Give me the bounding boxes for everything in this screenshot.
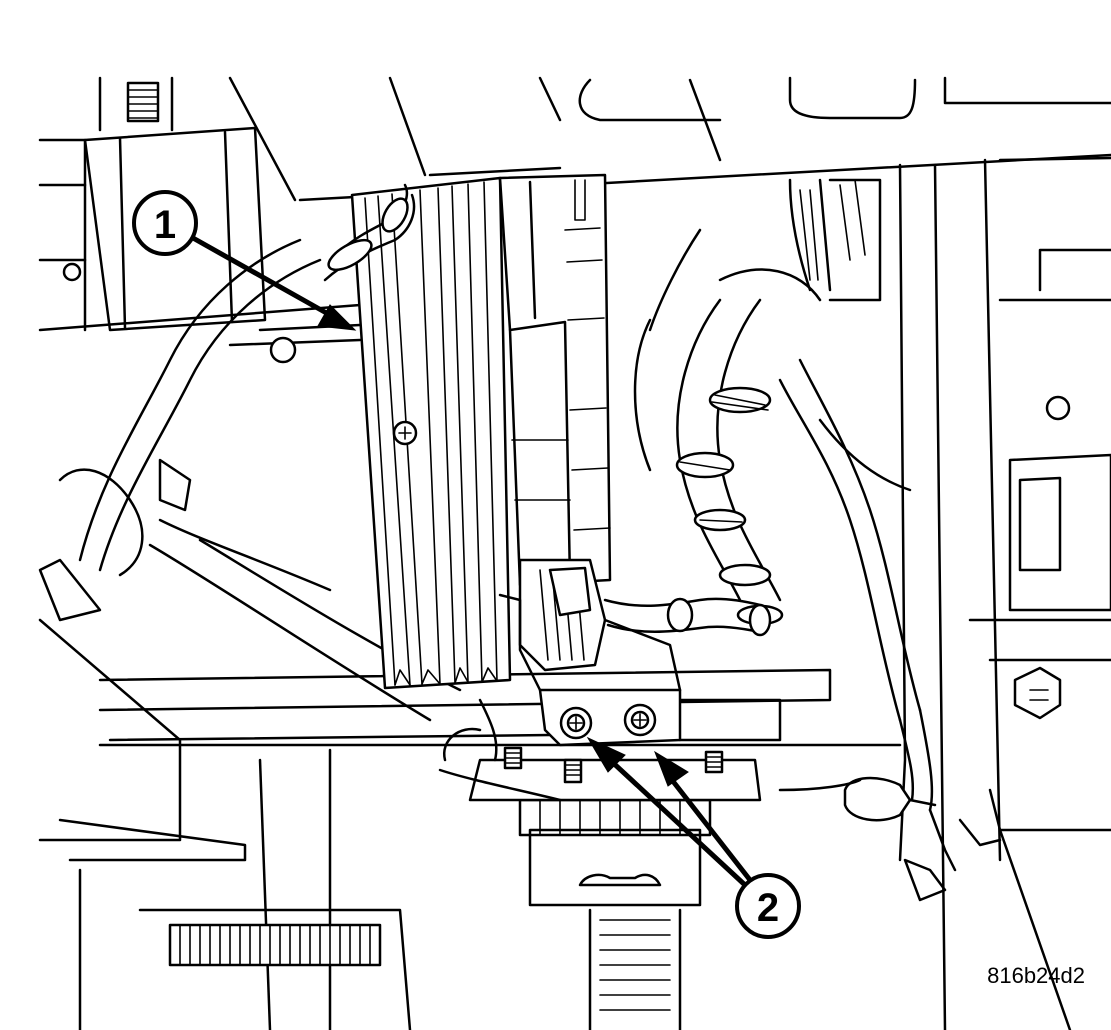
callout-1-leader — [191, 235, 357, 331]
callout-1-label: 1 — [154, 203, 176, 247]
right-side-structure — [898, 156, 1111, 1030]
dashboard-structure — [38, 76, 1111, 1030]
stud-2 — [563, 758, 583, 784]
bracket-bolt-left — [559, 706, 593, 740]
mounting-plate — [468, 746, 762, 802]
stud-3 — [704, 750, 724, 774]
bracket-bolt-right — [623, 703, 657, 737]
module-bracket — [498, 558, 772, 747]
threaded-stud-top — [126, 81, 160, 123]
callout-2: 2 — [735, 873, 801, 939]
callout-2-leader-right — [654, 750, 752, 882]
bottom-grille — [168, 923, 382, 967]
callout-2-label: 2 — [757, 886, 779, 930]
figure-id: 816b24d2 — [987, 963, 1085, 988]
callout-2-leader-left — [586, 736, 747, 887]
bottom-connector — [518, 798, 712, 1030]
control-module — [323, 173, 612, 690]
stud-1 — [503, 746, 523, 770]
right-wire-harness — [633, 178, 957, 902]
car-icon — [578, 873, 662, 887]
callout-1: 1 — [132, 190, 198, 256]
